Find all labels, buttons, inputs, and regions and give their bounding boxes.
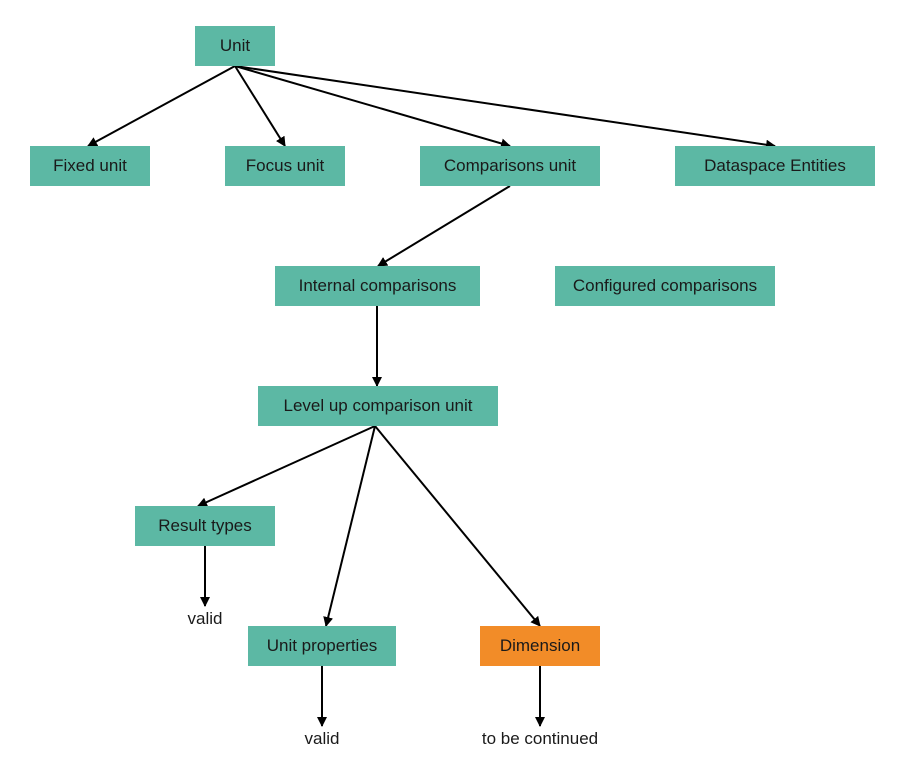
node-fixed-unit[interactable]: Fixed unit [30,146,150,186]
node-unit[interactable]: Unit [195,26,275,66]
node-internal-comparisons[interactable]: Internal comparisons [275,266,480,306]
node-comparisons-unit[interactable]: Comparisons unit [420,146,600,186]
edge-comparisons-unit-to-internal-comparisons [377,185,511,267]
label-result-types-valid: valid [187,609,223,628]
edge-unit-to-comparisons-unit [234,65,511,149]
edge-level-up-comparison-unit-to-result-types [197,425,376,507]
edge-level-up-comparison-unit-to-unit-properties [323,425,376,627]
edge-unit-to-focus-unit [234,65,286,147]
node-result-types[interactable]: Result types [135,506,275,546]
label-unit-properties-valid: valid [304,729,340,748]
edge-unit-to-dataspace-entities [234,65,776,150]
node-configured-comparisons[interactable]: Configured comparisons [555,266,775,306]
label-dimension-continued: to be continued [481,729,599,748]
node-level-up-comparison-unit[interactable]: Level up comparison unit [258,386,498,426]
edge-level-up-comparison-unit-to-dimension [374,425,541,627]
node-dataspace-entities[interactable]: Dataspace Entities [675,146,875,186]
edge-unit-to-fixed-unit [87,65,236,147]
node-focus-unit[interactable]: Focus unit [225,146,345,186]
node-dimension[interactable]: Dimension [480,626,600,666]
node-unit-properties[interactable]: Unit properties [248,626,396,666]
